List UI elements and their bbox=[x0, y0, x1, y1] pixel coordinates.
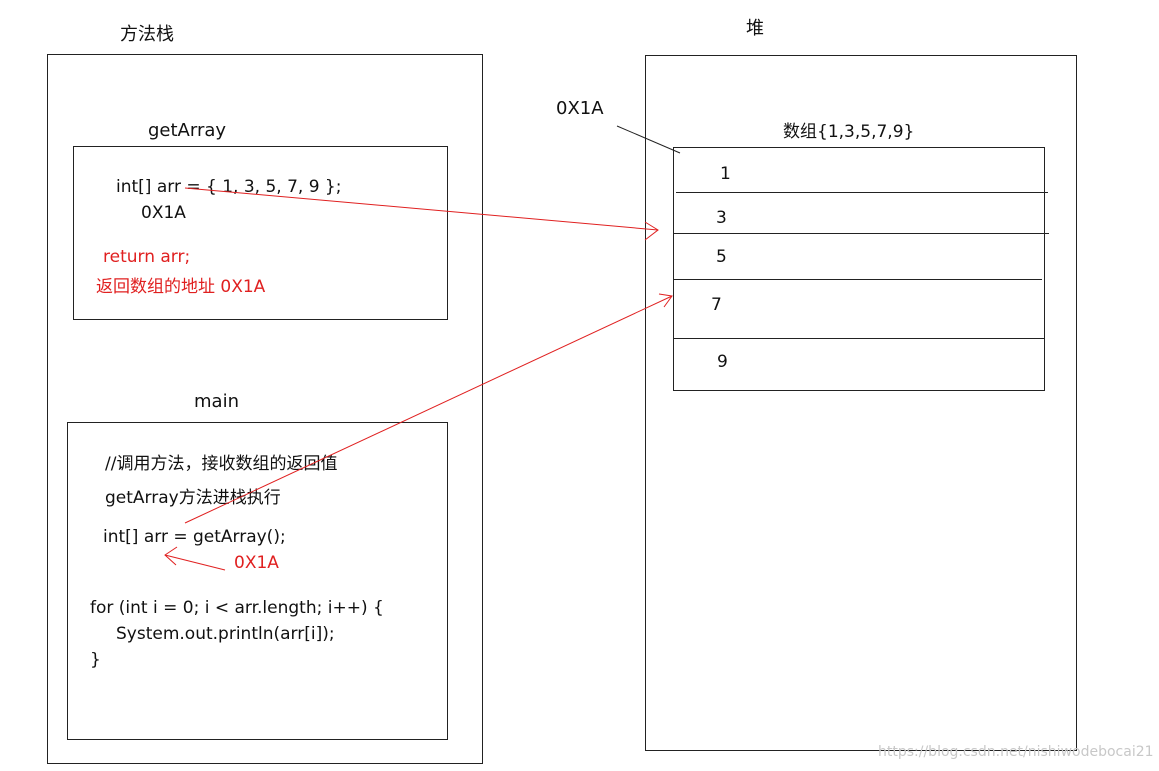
ref-arrow-getarray-to-heap bbox=[184, 187, 659, 231]
arrowhead-icon bbox=[658, 293, 673, 308]
getarray-address: 0X1A bbox=[141, 203, 186, 223]
main-frame bbox=[67, 422, 448, 740]
array-cell-divider bbox=[673, 279, 1042, 280]
array-cell-divider bbox=[673, 233, 1049, 234]
heap-address: 0X1A bbox=[556, 98, 604, 119]
heap-title: 堆 bbox=[746, 18, 764, 39]
return-arrow-to-main bbox=[164, 554, 226, 571]
getarray-return-note: 返回数组的地址 0X1A bbox=[96, 277, 266, 297]
main-address: 0X1A bbox=[234, 553, 279, 573]
main-frame-title: main bbox=[194, 391, 239, 412]
main-comment-line: //调用方法，接收数组的返回值 bbox=[105, 454, 338, 474]
arrowhead-icon bbox=[164, 546, 178, 566]
getarray-decl-line: int[] arr = { 1, 3, 5, 7, 9 }; bbox=[116, 177, 342, 197]
heap-array-block bbox=[673, 147, 1045, 391]
array-cell-value: 7 bbox=[711, 295, 722, 315]
arrowhead-icon bbox=[644, 221, 659, 241]
main-for-line: for (int i = 0; i < arr.length; i++) { bbox=[90, 598, 384, 618]
getarray-frame bbox=[73, 146, 448, 320]
array-cell-value: 1 bbox=[720, 164, 731, 184]
address-pointer-line bbox=[616, 125, 681, 154]
ref-arrow-main-to-heap bbox=[184, 295, 673, 524]
main-decl-line: int[] arr = getArray(); bbox=[103, 527, 286, 547]
heap-area bbox=[645, 55, 1077, 751]
watermark-text: https://blog.csdn.net/nishiwodebocai21 bbox=[878, 744, 1154, 760]
main-push-line: getArray方法进栈执行 bbox=[105, 488, 281, 508]
main-print-line: System.out.println(arr[i]); bbox=[116, 624, 335, 644]
main-close-line: } bbox=[90, 650, 101, 670]
heap-array-label: 数组{1,3,5,7,9} bbox=[783, 122, 915, 142]
getarray-frame-title: getArray bbox=[148, 120, 227, 141]
array-cell-value: 5 bbox=[716, 247, 727, 267]
stack-title: 方法栈 bbox=[120, 24, 174, 45]
array-cell-value: 3 bbox=[716, 208, 727, 228]
getarray-return-line: return arr; bbox=[103, 247, 191, 267]
stack-frame-area bbox=[47, 54, 483, 764]
array-cell-divider bbox=[676, 192, 1048, 193]
array-cell-value: 9 bbox=[717, 352, 728, 372]
array-cell-divider bbox=[673, 338, 1045, 339]
